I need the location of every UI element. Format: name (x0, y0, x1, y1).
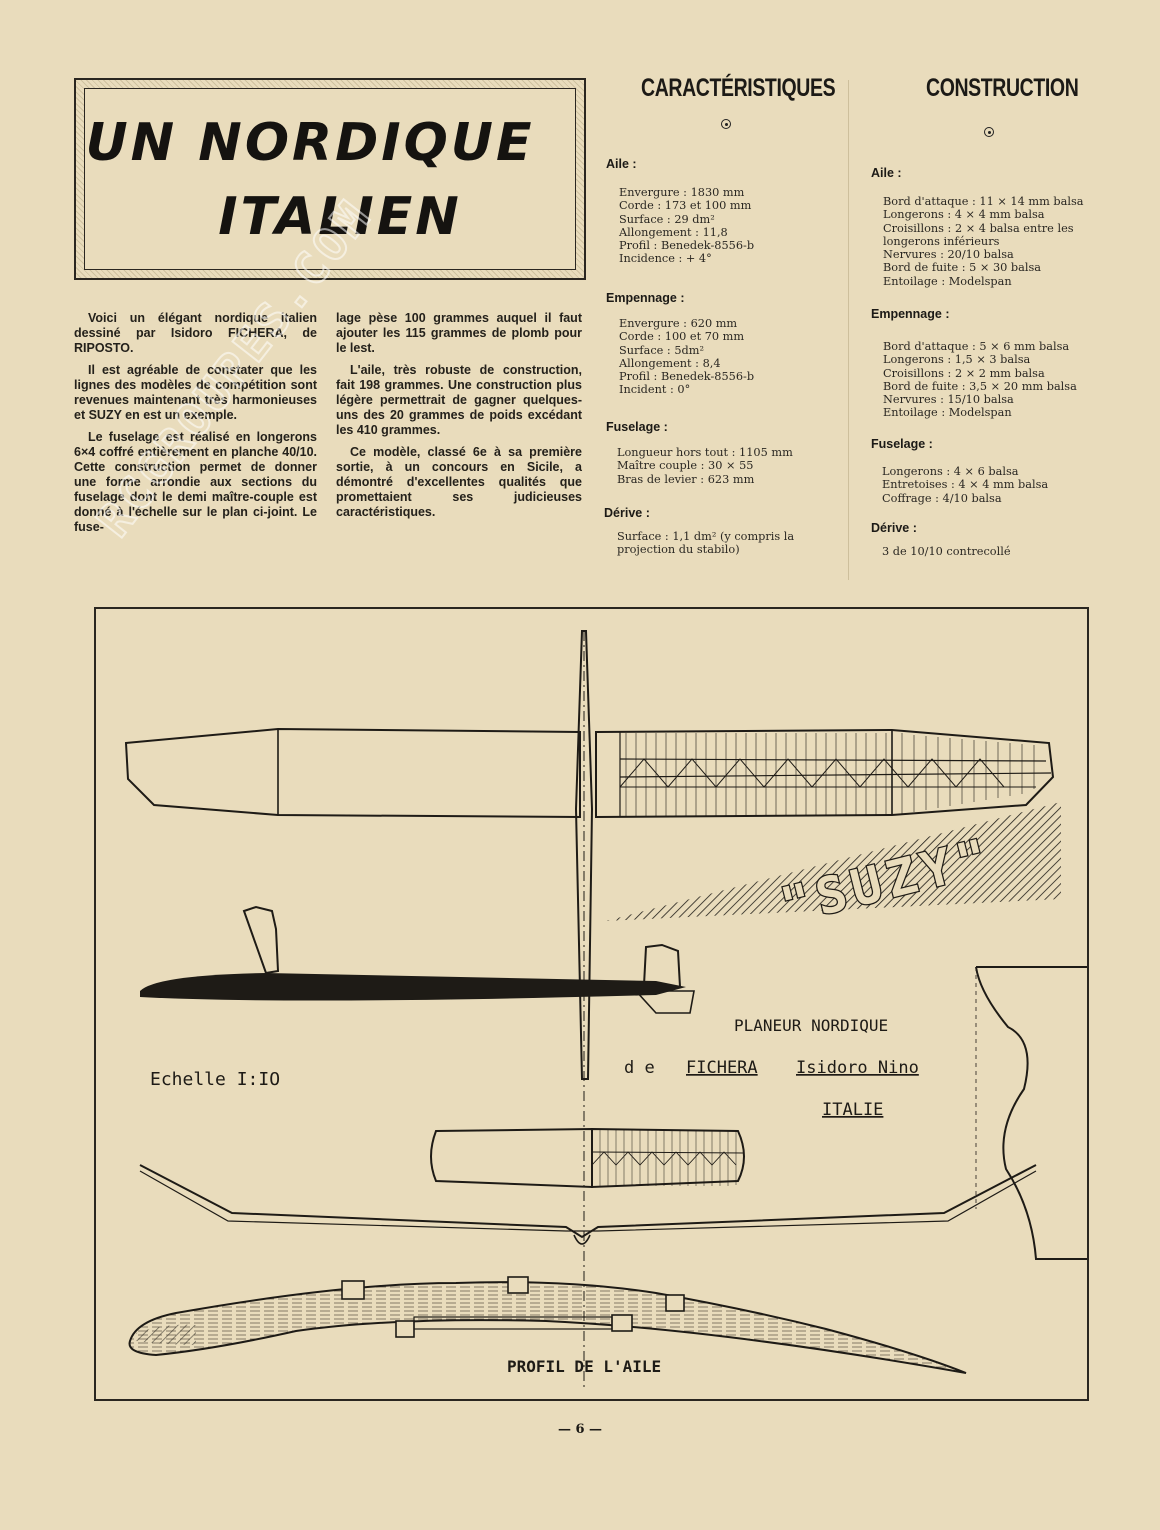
suzy-banner: "SUZY" (606, 802, 1061, 937)
spec-line: longerons inférieurs (883, 234, 1000, 248)
spec-line: Bord de fuite : 3,5 × 20 mm balsa (883, 379, 1077, 393)
spec-line: Maître couple : 30 × 55 (617, 459, 754, 473)
spec-line: Allongement : 11,8 (619, 225, 728, 239)
spec-list-empennage: Envergure : 620 mm Corde : 100 et 70 mm … (619, 317, 754, 397)
article-paragraph: L'aile, très robuste de construction, fa… (336, 363, 582, 437)
spec-line: Corde : 173 et 100 mm (619, 199, 752, 213)
spec-line: Envergure : 1830 mm (619, 186, 745, 199)
spec-line: Allongement : 8,4 (619, 356, 721, 370)
article-paragraph: lage pèse 100 grammes auquel il faut ajo… (336, 311, 582, 355)
spec-subheading: Fuselage : (871, 437, 933, 451)
spec-line: Incident : 0° (619, 383, 691, 397)
fuselage-section (975, 966, 1087, 1260)
spec-line: 3 de 10/10 contrecollé (882, 545, 1011, 558)
spec-line: Bras de levier : 623 mm (617, 472, 755, 486)
spec-line: Profil : Benedek-8556-b (619, 239, 755, 253)
spec-line: Entretoises : 4 × 4 mm balsa (882, 478, 1049, 492)
bullet-target-icon (721, 119, 731, 129)
spec-list-aile: Envergure : 1830 mm Corde : 173 et 100 m… (619, 186, 754, 266)
scale-label: Echelle I:IO (150, 1069, 280, 1090)
spec-line: Surface : 29 dm² (619, 212, 715, 226)
spec-subheading: Dérive : (871, 521, 917, 535)
right-wing-top-view (595, 728, 1055, 819)
spec-line: Longerons : 4 × 4 mm balsa (883, 208, 1045, 222)
page-number: — 6 — (557, 1422, 603, 1437)
article-paragraph: Voici un élégant nordique italien dessin… (74, 311, 317, 355)
spec-line: Bord d'attaque : 5 × 6 mm balsa (883, 340, 1070, 353)
spec-subheading: Empennage : (871, 307, 950, 321)
construction-list-fuselage: Longerons : 4 × 6 balsa Entretoises : 4 … (882, 465, 1048, 505)
caption-de: d e (624, 1058, 655, 1078)
wing-profile (128, 1276, 967, 1374)
spec-line: Nervures : 20/10 balsa (883, 248, 1014, 262)
caracteristiques-heading: CARACTÉRISTIQUES (641, 74, 836, 102)
spec-line: Envergure : 620 mm (619, 317, 738, 330)
designer-last-name: FICHERA (686, 1058, 758, 1078)
spec-line: Bord de fuite : 5 × 30 balsa (883, 261, 1042, 275)
spec-line: Incidence : + 4° (619, 252, 712, 266)
spec-subheading: Fuselage : (606, 420, 668, 434)
spec-line: Bord d'attaque : 11 × 14 mm balsa (883, 195, 1084, 208)
country-label: ITALIE (822, 1100, 883, 1120)
page-title-line1: UN NORDIQUE (85, 113, 535, 173)
designer-first-name: Isidoro Nino (796, 1058, 919, 1078)
article-paragraph: Ce modèle, classé 6e à sa première sorti… (336, 445, 582, 519)
spec-line: Longerons : 1,5 × 3 balsa (883, 353, 1031, 367)
spec-subheading: Empennage : (606, 291, 685, 305)
spec-line: Surface : 5dm² (619, 343, 704, 357)
title-inner: UN NORDIQUE ITALIEN (84, 88, 576, 270)
plan-svg: "SUZY" (124, 630, 1087, 1389)
spec-line: Nervures : 15/10 balsa (883, 393, 1014, 407)
spec-subheading: Aile : (871, 166, 902, 180)
caption-line1: PLANEUR NORDIQUE (734, 1016, 888, 1035)
spec-line: Surface : 1,1 dm² (y compris la (617, 530, 795, 543)
bullet-target-icon (984, 127, 994, 137)
construction-list-aile: Bord d'attaque : 11 × 14 mm balsa Longer… (883, 195, 1084, 288)
fuselage-top-view (574, 630, 594, 1389)
construction-heading: CONSTRUCTION (926, 74, 1079, 102)
spec-line: Corde : 100 et 70 mm (619, 330, 745, 344)
spec-line: Entoilage : Modelspan (883, 274, 1012, 288)
spec-line: Entoilage : Modelspan (883, 406, 1012, 420)
stabilizer-top-view (430, 1127, 745, 1189)
spec-line: Coffrage : 4/10 balsa (882, 491, 1002, 505)
model-name: "SUZY" (775, 827, 999, 936)
article-column-2: lage pèse 100 grammes auquel il faut ajo… (336, 311, 582, 527)
spec-line: Croisillons : 2 × 4 balsa entre les (883, 221, 1074, 235)
spec-subheading: Aile : (606, 157, 637, 171)
article-paragraph: Il est agréable de constater que les lig… (74, 363, 317, 422)
title-frame: UN NORDIQUE ITALIEN (74, 78, 586, 280)
left-wing-top-view (124, 727, 581, 819)
article-column-1: Voici un élégant nordique italien dessin… (74, 311, 317, 542)
page-title-line2: ITALIEN (218, 187, 462, 247)
construction-list-empennage: Bord d'attaque : 5 × 6 mm balsa Longeron… (883, 340, 1077, 420)
spec-line: Longueur hors tout : 1105 mm (617, 446, 793, 459)
construction-list-derive: 3 de 10/10 contrecollé (882, 545, 1011, 558)
spec-list-derive: Surface : 1,1 dm² (y compris la projecti… (617, 530, 794, 557)
article-paragraph: Le fuselage est réalisé en longerons 6×4… (74, 430, 317, 534)
spec-line: Croisillons : 2 × 2 mm balsa (883, 366, 1045, 380)
plan-drawing: "SUZY" (94, 607, 1089, 1401)
profile-label: PROFIL DE L'AILE (507, 1357, 661, 1376)
spec-line: Longerons : 4 × 6 balsa (882, 465, 1019, 478)
spec-line: projection du stabilo) (617, 543, 740, 557)
spec-subheading: Dérive : (604, 506, 650, 520)
column-divider (848, 80, 849, 580)
spec-list-fuselage: Longueur hors tout : 1105 mm Maître coup… (617, 446, 793, 486)
front-view (139, 1164, 1037, 1245)
spec-line: Profil : Benedek-8556-b (619, 370, 755, 384)
side-view (140, 905, 695, 1014)
